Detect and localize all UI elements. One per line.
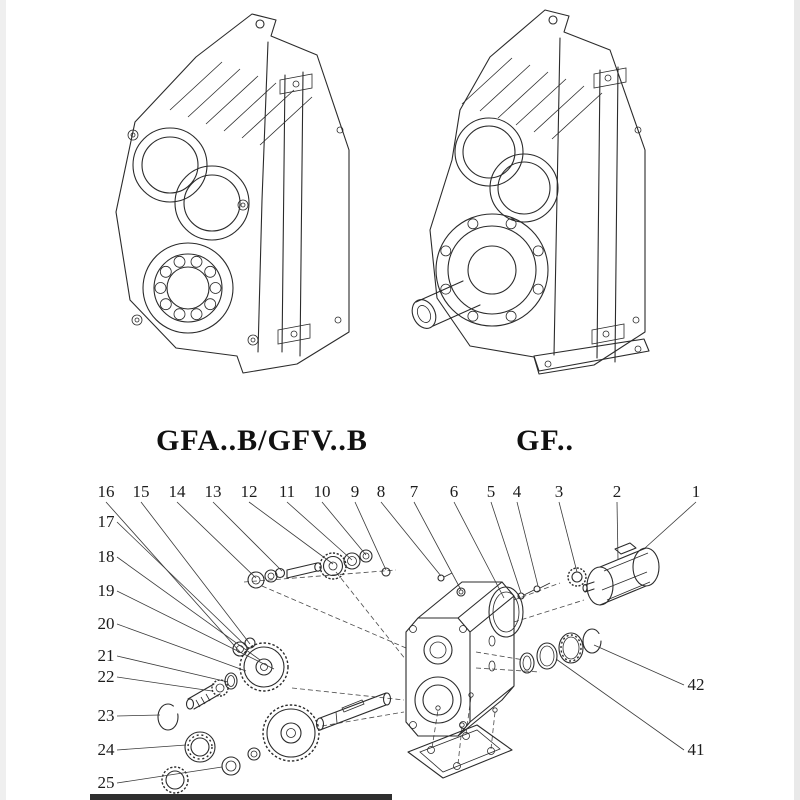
callout-23: 23 [98,706,115,725]
callout-10: 10 [314,482,331,501]
page-edge-right [794,0,800,800]
part-lower-rings [157,703,261,794]
callout-20: 20 [98,614,115,633]
model-label-gf: GF.. [516,424,574,457]
model-label-gfab: GFA..B/GFV..B [156,424,368,457]
callout-18: 18 [98,547,115,566]
page-edge-left [0,0,6,800]
gearbox-drawing-gfab [115,13,350,374]
callout-11: 11 [279,482,295,501]
callout-41: 41 [688,740,705,759]
callout-17: 17 [98,512,116,531]
callout-1: 1 [692,482,701,501]
callout-24: 24 [98,740,116,759]
callout-21: 21 [98,646,115,665]
part-output-gear-shaft [262,692,392,762]
callout-3: 3 [555,482,564,501]
callout-42: 42 [688,675,705,694]
assembly-guide-lines [243,569,585,765]
part-motor [582,542,660,606]
part-input-shaft-cluster [247,549,391,589]
callout-15: 15 [133,482,150,501]
callout-4: 4 [513,482,522,501]
callout-14: 14 [169,482,187,501]
part-output-rings [519,628,602,674]
bearing-balls [154,255,222,321]
photo-edge-artifact [90,794,392,800]
callout-16: 16 [98,482,115,501]
gearbox-drawing-gf [411,9,650,375]
part-housing [405,581,515,737]
leader-lines [105,501,697,784]
callout-7: 7 [410,482,419,501]
part-gasket [488,586,524,638]
part-top-fasteners [437,572,466,597]
callout-19: 19 [98,581,115,600]
flange-bolt-holes [440,218,544,322]
exploded-view: 16 15 14 13 12 11 10 9 8 7 6 5 4 3 2 1 1… [98,482,705,794]
callout-6: 6 [450,482,459,501]
callout-9: 9 [351,482,360,501]
callout-numbers: 16 15 14 13 12 11 10 9 8 7 6 5 4 3 2 1 1… [98,482,705,792]
callout-5: 5 [487,482,496,501]
callout-22: 22 [98,667,115,686]
callout-8: 8 [377,482,386,501]
callout-12: 12 [241,482,258,501]
callout-25: 25 [98,773,115,792]
callout-2: 2 [613,482,622,501]
part-cover-plate [407,692,513,779]
callout-13: 13 [205,482,222,501]
